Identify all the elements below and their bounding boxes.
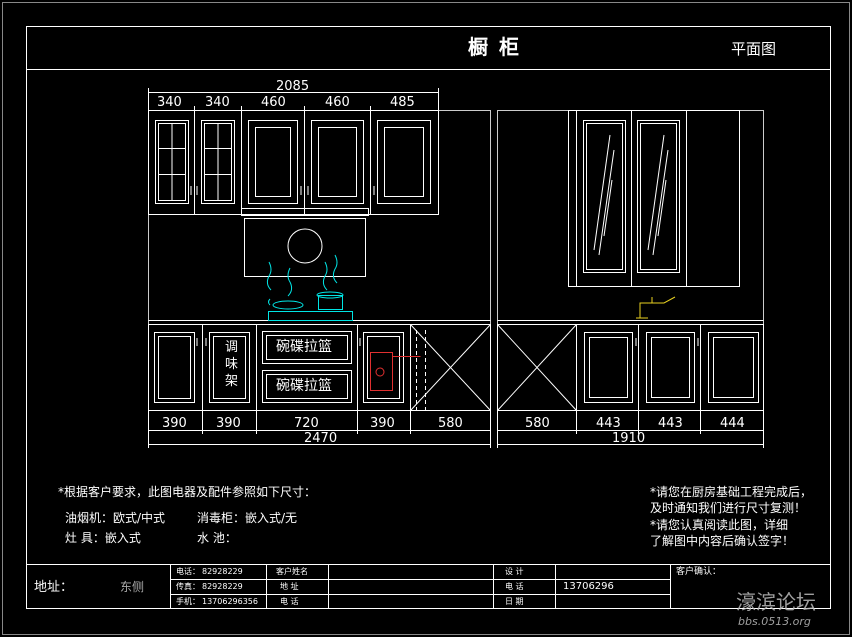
right-base-door-2 — [646, 332, 695, 403]
address-value: 东侧 — [120, 580, 145, 594]
spice-rack-label-3: 架 — [225, 374, 239, 389]
range-hood-body — [244, 218, 366, 277]
note-right-1: *请您在厨房基础工程完成后， — [650, 485, 813, 499]
drawing-subtitle: 平面图 — [731, 40, 777, 58]
right-base-door-3 — [708, 332, 759, 403]
tb-address2: 地 址 — [280, 582, 299, 591]
spice-rack-label-2: 味 — [225, 357, 239, 372]
right-glass-door-2 — [637, 120, 680, 273]
tb-mobile-value: 13706296356 — [202, 597, 258, 606]
tb-fax-value: 82928229 — [202, 582, 243, 591]
title-block-grid — [26, 564, 831, 609]
upper-door-4 — [311, 120, 364, 204]
tb-customer-name: 客户姓名 — [276, 567, 308, 576]
dimension-lines — [148, 88, 764, 448]
watermark-url: bbs.0513.org — [738, 615, 811, 628]
right-base-door-1 — [584, 332, 633, 403]
range-hood-top — [241, 208, 369, 216]
faucet — [636, 296, 676, 319]
basket-drawer-2 — [262, 370, 352, 403]
dim-lower-left-2: 390 — [216, 416, 241, 431]
notes-heading: *根据客户要求，此图电器及配件参照如下尺寸： — [58, 485, 317, 499]
right-upper-unit — [568, 110, 740, 287]
base-door-1 — [154, 332, 195, 403]
tb-phone3: 电 话 — [505, 582, 524, 591]
watermark-logo: 濠滨论坛 — [736, 590, 816, 614]
dim-upper-4: 460 — [325, 95, 350, 110]
note-right-3: *请您认真阅读此图，详细 — [650, 518, 789, 532]
drawing-border — [26, 26, 831, 609]
drawing-title: 橱 柜 — [468, 35, 521, 59]
dim-lower-right-4: 444 — [720, 416, 745, 431]
dim-lower-left-5: 580 — [438, 416, 463, 431]
tb-phone-value: 82928229 — [202, 567, 243, 576]
spice-rack-door — [209, 332, 250, 403]
glass-door-1 — [155, 120, 189, 204]
basket-drawer-1 — [262, 331, 352, 364]
dim-lower-right-3: 443 — [658, 416, 683, 431]
tb-fax-label: 传真： — [176, 582, 200, 591]
dim-upper-2: 340 — [205, 95, 230, 110]
dim-lower-left-4: 390 — [370, 416, 395, 431]
dim-upper-total: 2085 — [276, 79, 310, 94]
tb-customer-confirm: 客户确认： — [676, 567, 722, 577]
dim-upper-3: 460 — [261, 95, 286, 110]
gas-appliance — [370, 352, 421, 391]
dim-upper-1: 340 — [157, 95, 182, 110]
note-sink: 水 池： — [197, 531, 237, 545]
corner-blank-left — [410, 324, 491, 411]
tb-date: 日 期 — [505, 597, 524, 606]
right-elevation — [497, 110, 764, 411]
left-elevation — [148, 110, 491, 411]
stove-and-pots — [266, 254, 353, 321]
address-label: 地址： — [34, 580, 74, 595]
note-right-4: 了解图中内容后确认签字！ — [650, 534, 795, 548]
basket-label-2: 碗碟拉篮 — [276, 378, 332, 394]
tb-phone-label: 电话： — [176, 567, 200, 576]
note-stove: 灶 具：嵌入式 — [65, 531, 141, 545]
dim-upper-5: 485 — [390, 95, 415, 110]
dim-lower-left-3: 720 — [294, 416, 319, 431]
dim-lower-left-total: 2470 — [304, 431, 338, 446]
tb-phone3-value: 13706296 — [563, 581, 614, 592]
dim-lower-right-total: 1910 — [612, 431, 646, 446]
right-wall-outline — [497, 110, 764, 411]
dim-lower-left-1: 390 — [162, 416, 187, 431]
range-hood-fan — [287, 228, 323, 264]
note-sterilizer: 消毒柜：嵌入式/无 — [197, 511, 298, 525]
note-right-2: 及时通知我们进行尺寸复测！ — [650, 501, 807, 515]
left-wall-outline — [148, 110, 491, 411]
tb-phone2: 电 话 — [280, 597, 299, 606]
spice-rack-label-1: 调 — [225, 340, 239, 355]
upper-door-3 — [248, 120, 298, 204]
right-glass-door-1 — [583, 120, 626, 273]
tb-mobile-label: 手机： — [176, 597, 200, 606]
glass-door-2 — [201, 120, 235, 204]
upper-cabinets — [148, 110, 439, 215]
base-cabinets-right — [576, 324, 764, 411]
dim-lower-right-1: 580 — [525, 416, 550, 431]
upper-door-5 — [377, 120, 431, 204]
base-door-4 — [363, 332, 404, 403]
dim-lower-right-2: 443 — [596, 416, 621, 431]
base-cabinets-left — [148, 324, 411, 411]
note-hood: 油烟机：欧式/中式 — [65, 511, 166, 525]
tb-design: 设 计 — [505, 567, 524, 576]
basket-label-1: 碗碟拉篮 — [276, 339, 332, 355]
